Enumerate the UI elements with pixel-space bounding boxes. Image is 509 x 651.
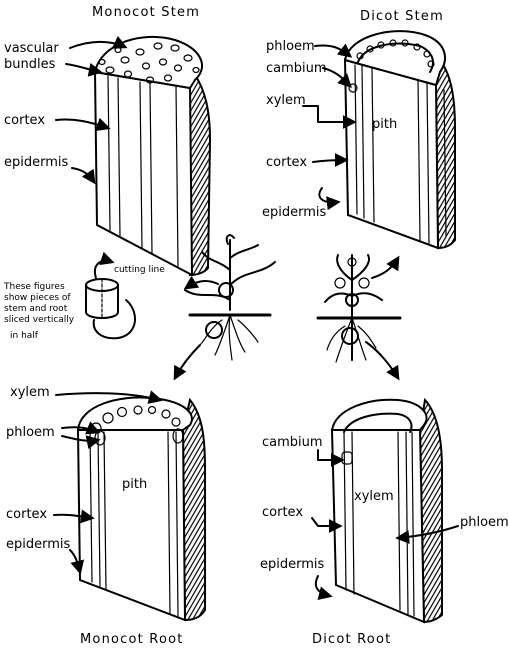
dicot-root-label-epidermis: epidermis bbox=[260, 557, 325, 572]
note-line-4: sliced vertically bbox=[4, 315, 75, 325]
dicot-stem-figure: phloem cambium xylem pith cortex epiderm… bbox=[262, 30, 456, 250]
slicing-note: These figures show pieces of stem and ro… bbox=[3, 282, 75, 341]
dicot-stem-label-xylem: xylem bbox=[266, 93, 306, 108]
monocot-stem-figure: vascular bundles cortex epidermis bbox=[4, 35, 212, 277]
dicot-stem-label-pith: pith bbox=[372, 117, 397, 132]
note-line-3: stem and root bbox=[4, 304, 68, 314]
monocot-root-label-xylem: xylem bbox=[10, 385, 50, 400]
dicot-root-label-phloem: phloem bbox=[460, 515, 509, 530]
cutting-line-label: cutting line bbox=[114, 265, 165, 275]
monocot-stem-label-bundles: bundles bbox=[4, 57, 56, 72]
monocot-stem-title: Monocot Stem bbox=[92, 5, 200, 20]
note-line-1: These figures bbox=[3, 282, 65, 292]
dicot-root-title: Dicot Root bbox=[312, 632, 391, 647]
monocot-stem-label-cortex: cortex bbox=[4, 113, 45, 128]
monocot-plant-icon bbox=[173, 234, 276, 381]
center-illustrations: cutting line These figures show pieces o… bbox=[3, 234, 402, 381]
dicot-stem-cambium-beads bbox=[348, 39, 435, 93]
dicot-plant-icon bbox=[316, 254, 402, 381]
monocot-root-label-epidermis: epidermis bbox=[6, 537, 71, 552]
cutting-cylinder-icon bbox=[85, 251, 119, 319]
dicot-root-figure: cambium xylem cortex epidermis phloem bbox=[260, 397, 509, 624]
monocot-stem-label-epidermis: epidermis bbox=[4, 155, 69, 170]
dicot-stem-label-epidermis: epidermis bbox=[262, 205, 327, 220]
monocot-root-title: Monocot Root bbox=[80, 632, 184, 647]
monocot-stem-bundles bbox=[98, 42, 200, 84]
dicot-root-label-cambium: cambium bbox=[262, 435, 323, 450]
note-line-2: show pieces of bbox=[4, 293, 71, 303]
dicot-stem-label-cambium: cambium bbox=[266, 61, 327, 76]
dicot-stem-label-phloem: phloem bbox=[266, 39, 315, 54]
dicot-root-label-xylem: xylem bbox=[354, 489, 394, 504]
dicot-stem-title: Dicot Stem bbox=[360, 9, 444, 24]
monocot-root-label-pith: pith bbox=[122, 477, 147, 492]
dicot-root-label-cortex: cortex bbox=[262, 505, 303, 520]
monocot-root-figure: xylem phloem pith cortex epidermis bbox=[6, 385, 206, 622]
dicot-stem-label-cortex: cortex bbox=[266, 155, 307, 170]
note-line-5: in half bbox=[10, 331, 39, 341]
monocot-root-label-phloem: phloem bbox=[6, 425, 55, 440]
monocot-root-label-cortex: cortex bbox=[6, 507, 47, 522]
monocot-stem-label-vascular: vascular bbox=[4, 41, 59, 56]
